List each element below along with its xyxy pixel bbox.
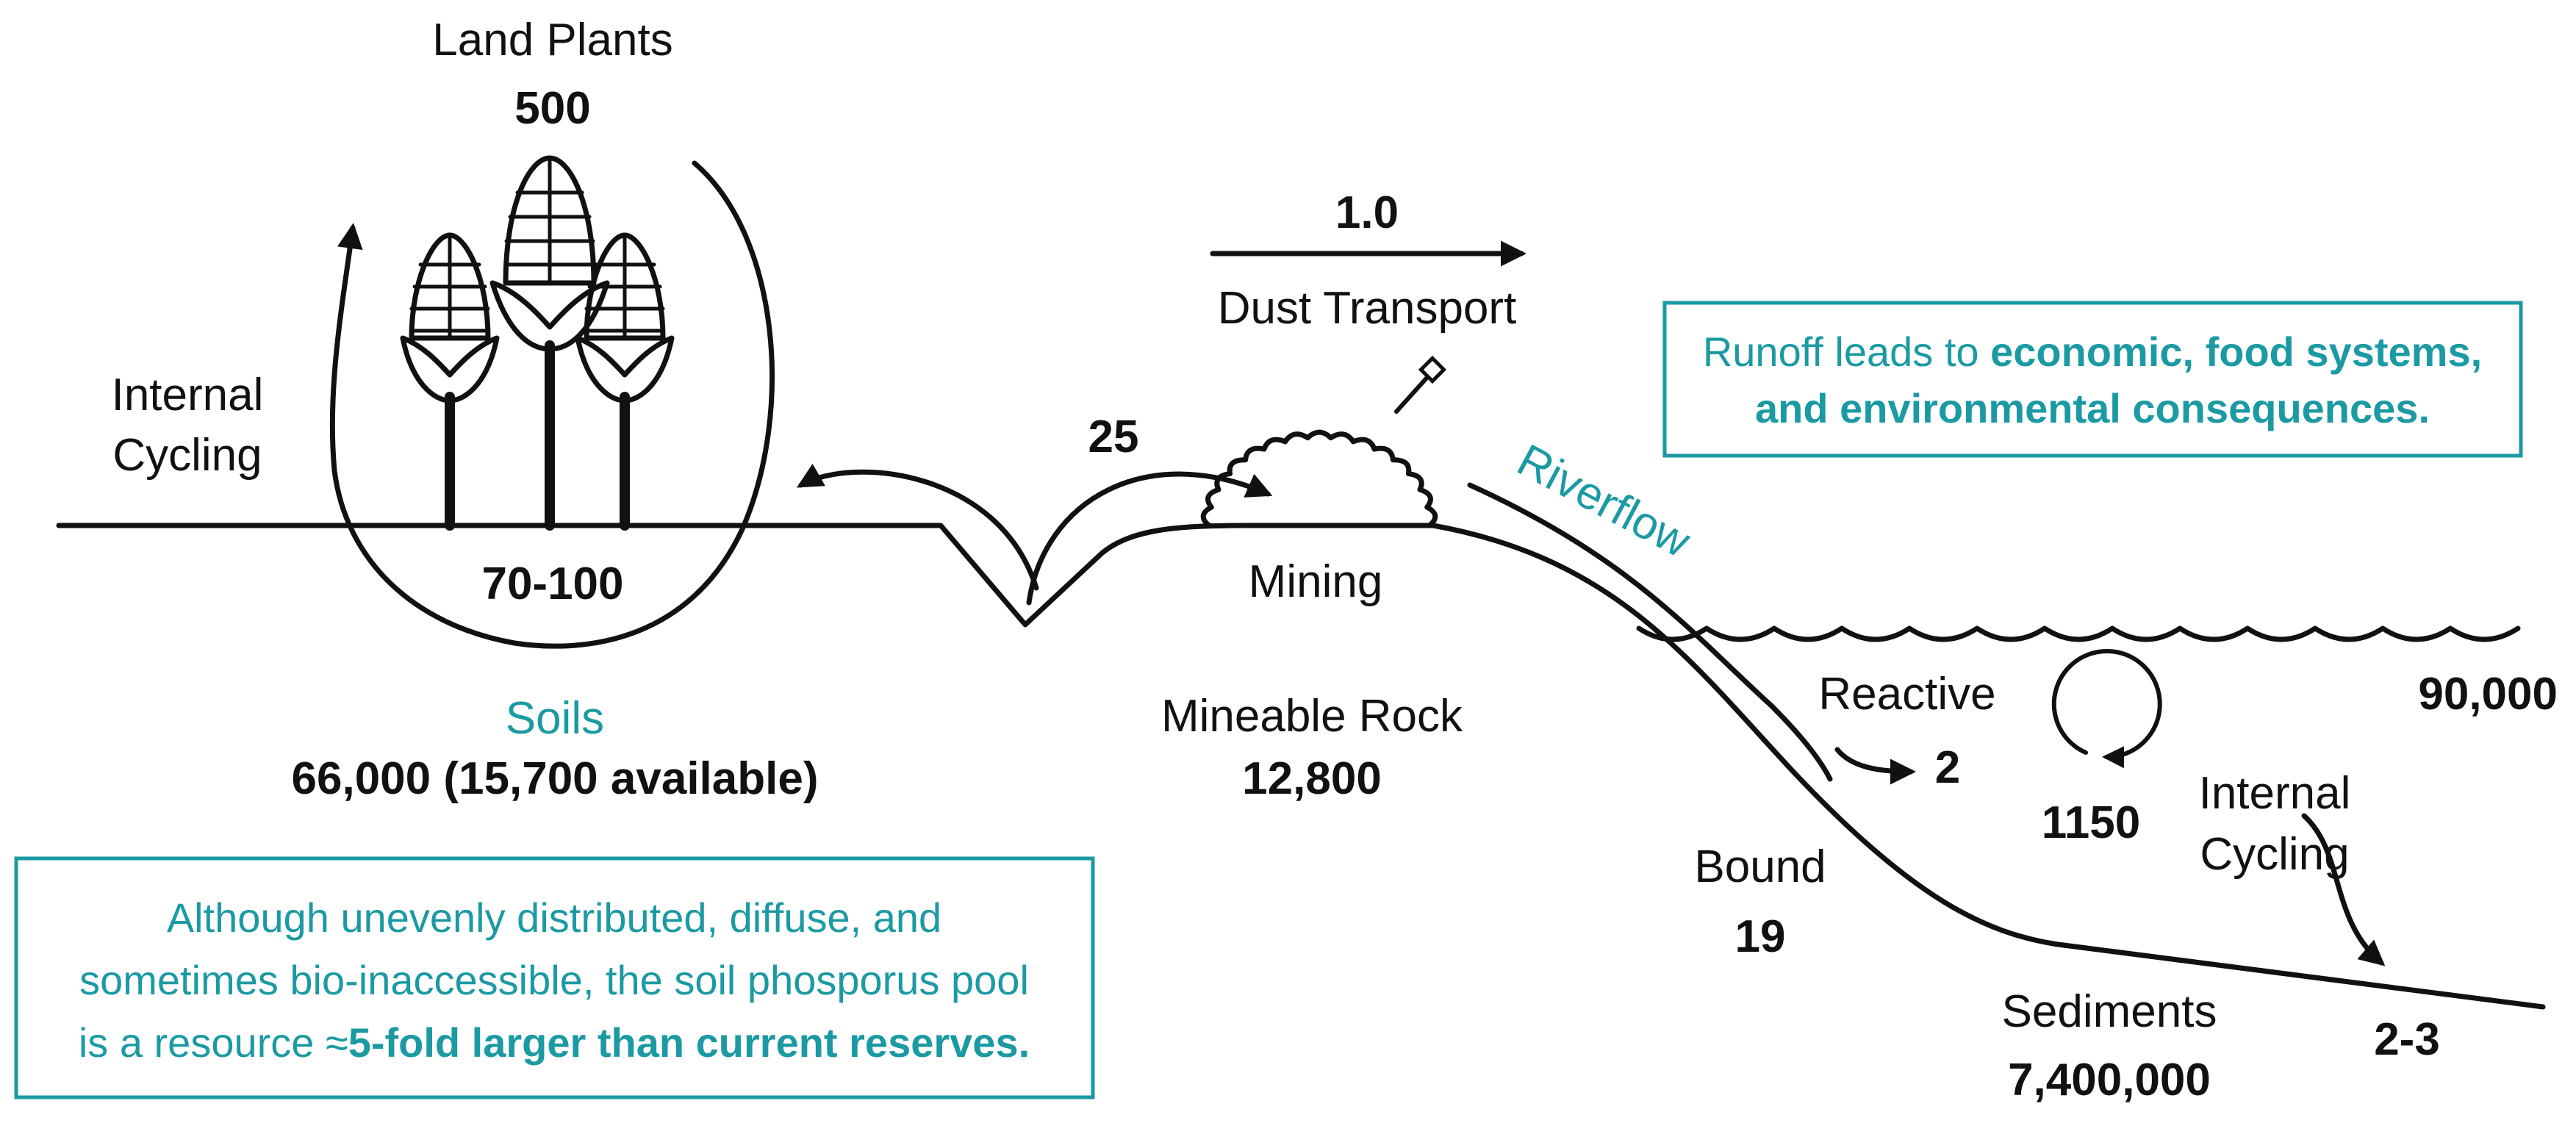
ocean-surface xyxy=(1636,625,2521,642)
ocean-cycling-line1: Internal xyxy=(2199,768,2351,819)
sediments-label: Sediments xyxy=(2002,986,2217,1037)
riverflow-line xyxy=(1467,482,1833,782)
svg-text:is a resource ≈5-fold larger t: is a resource ≈5-fold larger than curren… xyxy=(79,1019,1030,1066)
dust-value: 1.0 xyxy=(1335,187,1399,238)
land-cycling-line1: Internal xyxy=(112,370,264,420)
reactive-value: 2 xyxy=(1935,742,1960,793)
mining-flag-icon xyxy=(1394,355,1447,414)
land-internal-cycling-arrow xyxy=(329,160,775,649)
sediments-flux: 2-3 xyxy=(2374,1014,2440,1065)
soils-value: 66,000 (15,700 available) xyxy=(292,753,819,804)
soil-callout-line2: sometimes bio-inaccessible, the soil pho… xyxy=(79,957,1029,1003)
ocean-cycling-value: 1150 xyxy=(2042,797,2141,848)
soil-callout-line1: Although unevenly distributed, diffuse, … xyxy=(167,894,941,941)
bound-label: Bound xyxy=(1694,842,1826,892)
land-cycling-line2: Cycling xyxy=(112,430,262,481)
reactive-arrow xyxy=(1834,747,1916,785)
runoff-text-plain: Runoff leads to xyxy=(1703,329,1990,375)
soil-flux-value: 70-100 xyxy=(481,559,623,609)
reactive-label: Reactive xyxy=(1818,669,1995,720)
land-plants-label: Land Plants xyxy=(432,15,672,65)
svg-text:Runoff leads to economic, food: Runoff leads to economic, food systems, xyxy=(1703,329,2482,375)
soil-callout-line3-plain: is a resource ≈ xyxy=(79,1019,348,1066)
land-plants-illustration xyxy=(400,155,675,531)
soil-callout-line3-bold: 5-fold larger than current reserves. xyxy=(348,1019,1030,1066)
continental-slope-line xyxy=(1430,523,2546,1010)
mineable-rock-pile xyxy=(1200,429,1438,528)
soil-callout: Although unevenly distributed, diffuse, … xyxy=(14,856,1095,1099)
ocean-to-sediments-arrow xyxy=(2301,813,2386,966)
pit-to-mining-arrow xyxy=(1026,471,1273,606)
land-plants-value: 500 xyxy=(514,83,590,134)
bound-value: 19 xyxy=(1735,911,1786,962)
soils-label: Soils xyxy=(506,693,604,744)
runoff-text-bold-1: economic, food systems, xyxy=(1990,329,2482,375)
mineable-rock-value: 12,800 xyxy=(1242,753,1382,804)
dust-label: Dust Transport xyxy=(1218,283,1517,334)
ocean-cycling-line2: Cycling xyxy=(2200,829,2349,880)
ocean-cycling-circle-icon xyxy=(2051,649,2162,769)
mining-flux-value: 25 xyxy=(1088,412,1139,462)
mineable-rock-label: Mineable Rock xyxy=(1161,691,1463,742)
ground-line xyxy=(56,523,1436,628)
mining-label: Mining xyxy=(1249,556,1383,607)
ocean-value: 90,000 xyxy=(2418,669,2558,720)
runoff-text-bold-2: and environmental consequences. xyxy=(1755,385,2430,431)
runoff-callout: Runoff leads to economic, food systems, … xyxy=(1662,301,2523,458)
mining-to-soils-arrow xyxy=(796,463,1039,591)
sediments-value: 7,400,000 xyxy=(2008,1055,2211,1105)
